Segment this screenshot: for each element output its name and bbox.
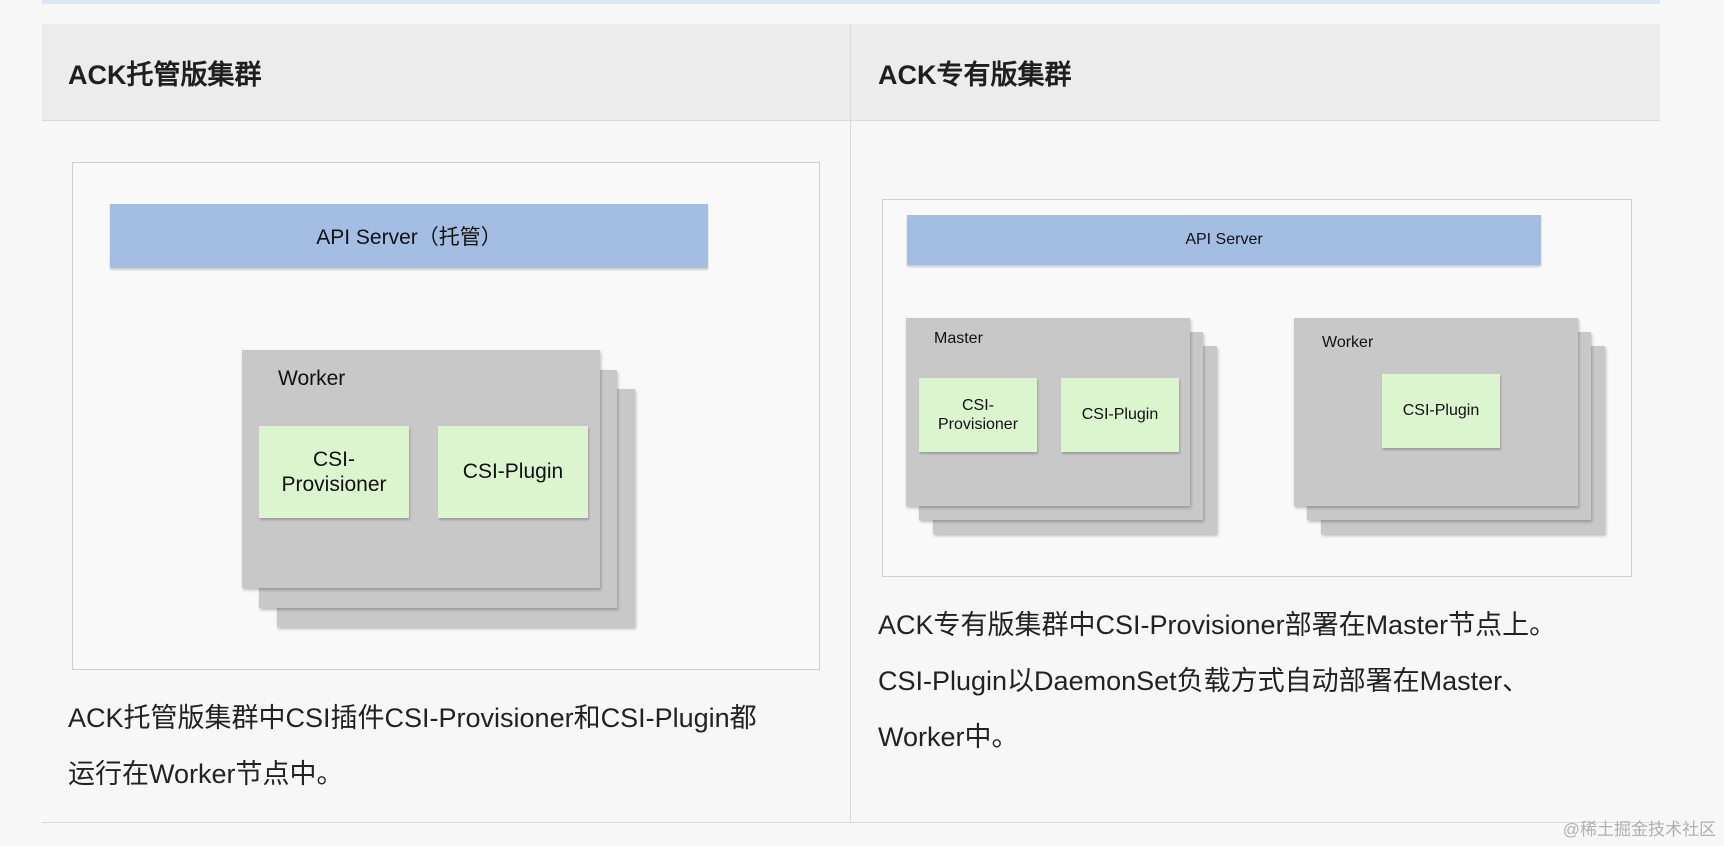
dedicated-desc-line-3: Worker中。: [878, 722, 1019, 752]
dedicated-cluster-description: ACK专有版集群中CSI-Provisioner部署在Master节点上。 CS…: [878, 597, 1556, 765]
header-dedicated-cluster: ACK专有版集群: [878, 59, 1072, 90]
worker-label: Worker: [1322, 334, 1374, 351]
managed-cluster-description: ACK托管版集群中CSI插件CSI-Provisioner和CSI-Plugin…: [68, 690, 757, 802]
dedicated-desc-line-1: ACK专有版集群中CSI-Provisioner部署在Master节点上。: [878, 610, 1557, 640]
dedicated-desc-line-2: CSI-Plugin以DaemonSet负载方式自动部署在Master、: [878, 666, 1530, 696]
managed-desc-line-2: 运行在Worker节点中。: [68, 759, 344, 789]
master-csi-provisioner-box: CSI- Provisioner: [919, 378, 1037, 452]
worker-label: Worker: [278, 367, 346, 390]
table-bottom-border: [42, 822, 1660, 823]
master-label: Master: [934, 330, 983, 347]
header-managed-cluster: ACK托管版集群: [68, 59, 262, 90]
worker-card: Worker CSI-Plugin: [1294, 318, 1578, 506]
managed-desc-line-1: ACK托管版集群中CSI插件CSI-Provisioner和CSI-Plugin…: [68, 703, 757, 733]
worker-card: Worker CSI- Provisioner CSI-Plugin: [242, 350, 600, 588]
column-divider: [850, 24, 851, 822]
top-accent-bar: [42, 0, 1660, 4]
csi-provisioner-box: CSI- Provisioner: [259, 426, 409, 518]
watermark-logo: @稀土掘金技术社区: [1562, 820, 1716, 839]
master-card: Master CSI- Provisioner CSI-Plugin: [906, 318, 1190, 506]
api-server-box: API Server: [907, 215, 1541, 265]
master-csi-plugin-box: CSI-Plugin: [1061, 378, 1179, 452]
managed-cluster-diagram: API Server（托管） Worker CSI- Provisioner C…: [72, 162, 820, 670]
table-header-row: [42, 24, 1660, 121]
dedicated-cluster-diagram: API Server Master CSI- Provisioner CSI-P…: [882, 199, 1632, 577]
csi-plugin-box: CSI-Plugin: [438, 426, 588, 518]
worker-csi-plugin-box: CSI-Plugin: [1382, 374, 1500, 448]
api-server-managed-box: API Server（托管）: [110, 204, 708, 268]
